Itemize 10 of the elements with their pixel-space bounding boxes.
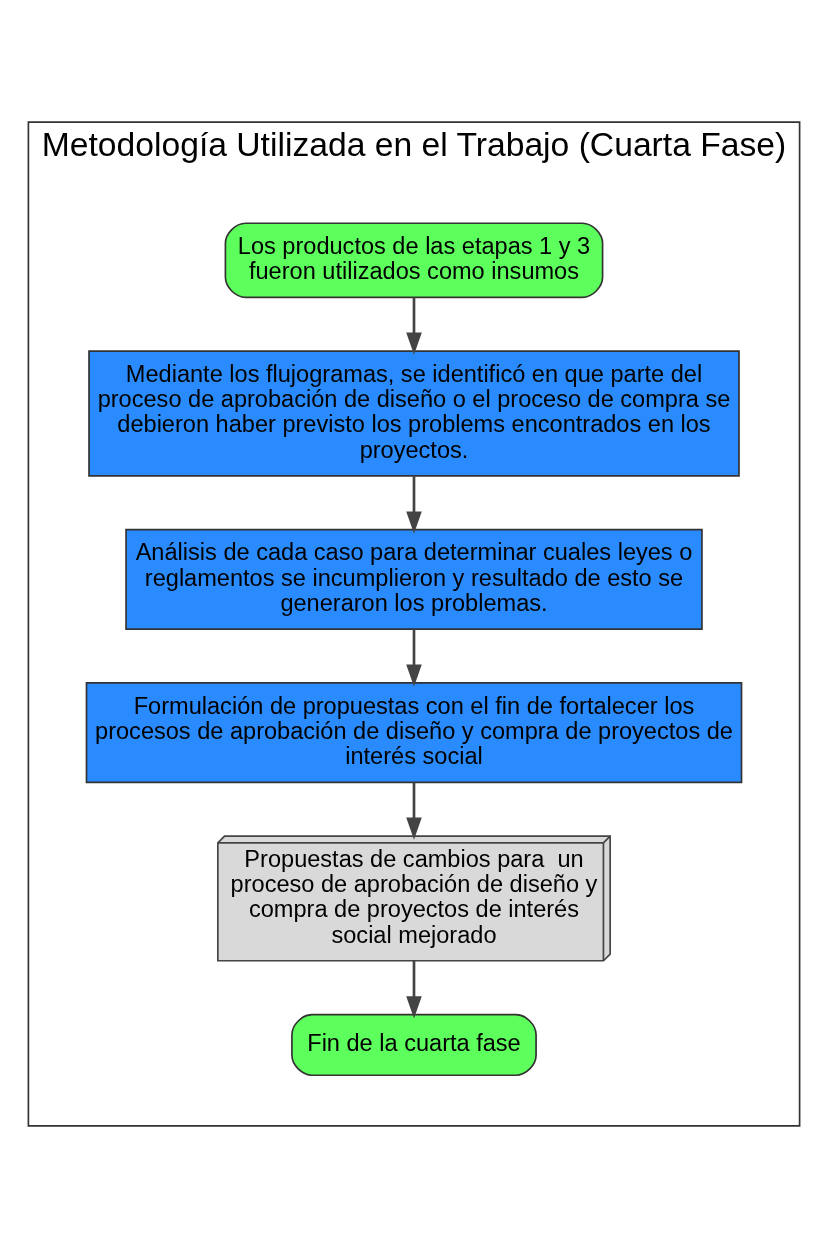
node-box: Análisis de cada caso para determinar cuales leyes o reglamentos se incumplieron y resultado de esto se generaron los problemas.: [125, 528, 703, 630]
node-box: Fin de la cuarta fase: [291, 1013, 537, 1076]
node-box: Formulación de propuestas con el fin de fortalecer los procesos de aprobación de diseño y compra de proyectos de interés social: [85, 681, 743, 783]
node-box: Mediante los flujogramas, se identificó en que parte del proceso de aprobación de diseño o el proceso de compra se debieron haber previsto los problems encontrados en los proyectos.: [88, 349, 740, 477]
arrow: [406, 628, 422, 687]
arrow: [406, 297, 422, 355]
arrow: [406, 475, 422, 534]
arrow: [406, 960, 422, 1019]
node-box: Los productos de las etapas 1 y 3 fueron utilizados como insumos: [224, 221, 604, 298]
arrow: [406, 782, 422, 840]
